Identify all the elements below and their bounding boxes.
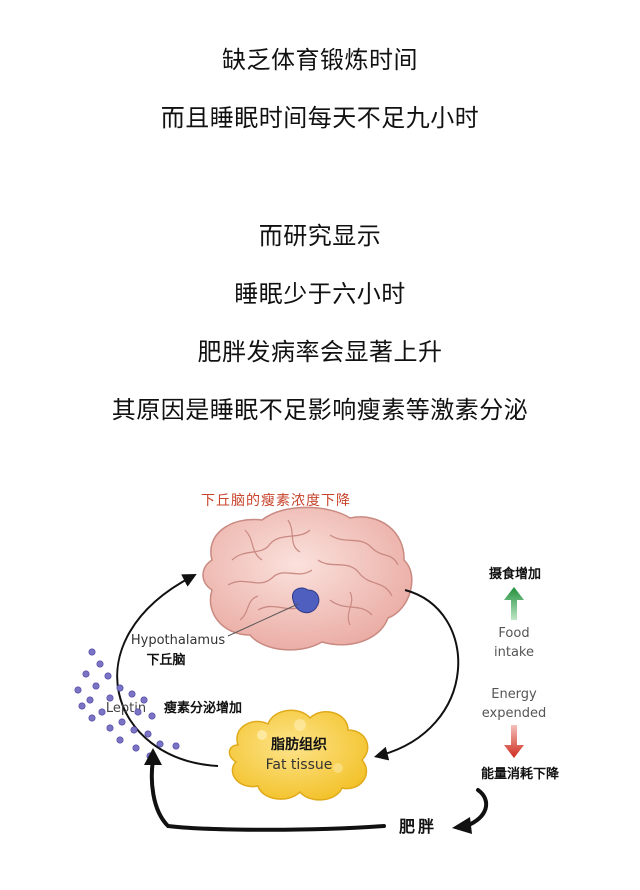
leptin-dot (98, 708, 106, 716)
energy-expended-label-cn: 能量消耗下降 (481, 766, 560, 782)
obesity-label: 肥胖 (399, 817, 437, 836)
arrow-energy-to-obesity (464, 788, 489, 828)
leptin-dot (140, 696, 148, 704)
food-intake-label-en-1: Food (498, 626, 529, 641)
hypothalamus-label-en: Hypothalamus (131, 633, 225, 648)
hypothalamus-label-cn: 下丘脑 (146, 652, 185, 668)
leptin-dot (148, 712, 156, 720)
leptin-dot (156, 740, 164, 748)
energy-expended-down-arrow (504, 725, 524, 758)
diagram-title: 下丘脑的瘦素浓度下降 (201, 492, 351, 509)
fat-tissue-cloud (228, 709, 369, 801)
arrow-obesity-to-leptin (149, 758, 386, 832)
text-line-5: 肥胖发病率会显著上升 (197, 338, 443, 366)
leptin-dot (82, 670, 90, 678)
leptin-dot (116, 736, 124, 744)
leptin-dot (78, 702, 86, 710)
food-intake-up-arrow (504, 587, 524, 620)
leptin-dot (88, 648, 96, 656)
energy-expended-label-en-1: Energy (491, 687, 537, 702)
leptin-dot (118, 718, 126, 726)
fat-tissue-label-en: Fat tissue (266, 757, 333, 773)
text-line-2: 而且睡眠时间每天不足九小时 (160, 104, 480, 132)
hypothalamus-region (291, 587, 320, 614)
leptin-dot (106, 694, 114, 702)
leptin-dot (106, 724, 114, 732)
leptin-label-cn: 瘦素分泌增加 (164, 700, 242, 716)
hypothalamus-pointer (227, 603, 299, 637)
text-line-6: 其原因是睡眠不足影响瘦素等激素分泌 (111, 396, 529, 424)
text-line-1: 缺乏体育锻炼时间 (222, 46, 418, 74)
leptin-dot (86, 696, 94, 704)
food-intake-label-cn: 摄食增加 (489, 566, 541, 582)
leptin-dot (88, 714, 96, 722)
leptin-dot (116, 684, 124, 692)
leptin-dot (104, 672, 112, 680)
arrow-leptin-to-brain (116, 574, 219, 767)
leptin-obesity-diagram: 下丘脑的瘦素浓度下降 Hypothalamus 下丘脑 摄食增加 Food in… (74, 492, 560, 836)
leptin-dot (132, 744, 140, 752)
text-line-4: 睡眠少于六小时 (234, 280, 406, 308)
leptin-dot (74, 686, 82, 694)
brain-illustration (202, 506, 413, 651)
leptin-dot (134, 708, 142, 716)
food-intake-label-en-2: intake (494, 645, 534, 660)
leptin-dot (130, 726, 138, 734)
leptin-dot (144, 730, 152, 738)
energy-expended-label-en-2: expended (482, 706, 546, 721)
leptin-dot (92, 682, 100, 690)
leptin-dot (172, 742, 180, 750)
leptin-dot (128, 690, 136, 698)
fat-tissue-label-cn: 脂肪组织 (270, 736, 327, 753)
arrow-obesity-to-leptin-head (144, 748, 162, 765)
leptin-dot (96, 660, 104, 668)
arrow-energy-to-obesity-head (452, 817, 472, 834)
text-line-3: 而研究显示 (258, 222, 382, 250)
arrow-brain-to-fat (373, 589, 460, 761)
